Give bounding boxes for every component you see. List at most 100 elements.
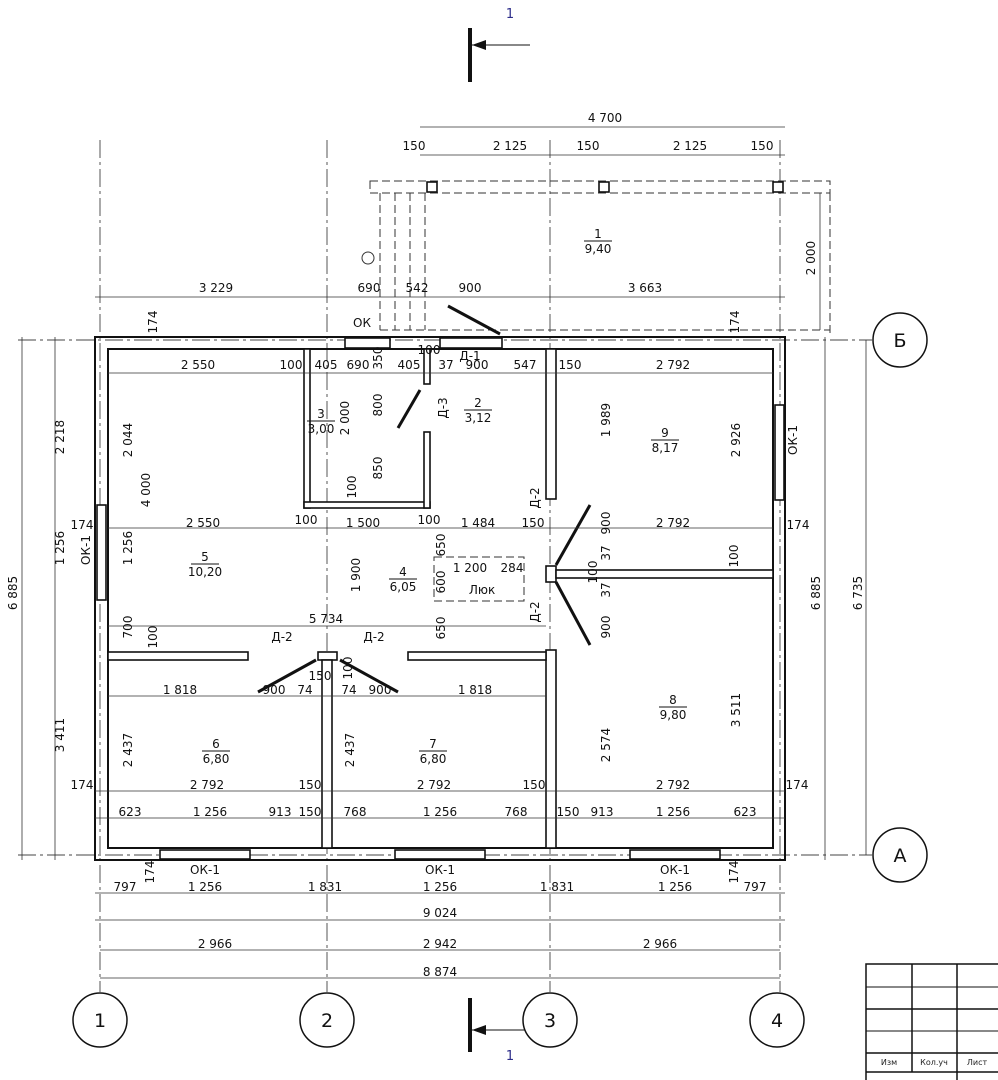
dimension-label: 1 200 <box>453 561 487 575</box>
dimension-label: 913 <box>269 805 292 819</box>
dimension-label: 405 <box>315 358 338 372</box>
dimension-label: 8 874 <box>423 965 457 979</box>
grid-axes <box>18 140 872 992</box>
dimension-label: 900 <box>599 616 613 639</box>
dimension-label: 174 <box>71 518 94 532</box>
window-mark: ОК-1 <box>660 863 690 877</box>
dimension-label: 9 024 <box>423 906 457 920</box>
dimension-label: 4 000 <box>139 473 153 507</box>
dimension-label: 100 <box>341 657 355 680</box>
room-area: 10,20 <box>188 565 222 579</box>
dimension-label: 100 <box>586 561 600 584</box>
dimension-label: 1 900 <box>349 558 363 592</box>
room-area: 9,40 <box>585 242 612 256</box>
dimension-label: 1 831 <box>540 880 574 894</box>
title-block-header: Кол.уч <box>920 1058 948 1067</box>
dimension-label: 2 792 <box>656 358 690 372</box>
dimension-label: 2 437 <box>121 733 135 767</box>
dimension-label: 2 574 <box>599 728 613 762</box>
door-mark: Д-2 <box>528 601 542 622</box>
dimension-label: 1 256 <box>423 880 457 894</box>
dimension-label: 100 <box>280 358 303 372</box>
dimension-label: 542 <box>406 281 429 295</box>
dimension-label: 3 663 <box>628 281 662 295</box>
dimension-label: 2 000 <box>804 241 818 275</box>
dimension-label: 150 <box>522 516 545 530</box>
room-area: 6,05 <box>390 580 417 594</box>
dimension-label: 174 <box>143 861 157 884</box>
dimension-label: 3 511 <box>729 693 743 727</box>
dimension-label: 800 <box>371 394 385 417</box>
dimension-label: 650 <box>434 534 448 557</box>
dimension-label: 797 <box>114 880 137 894</box>
room-area: 9,80 <box>660 708 687 722</box>
walls <box>94 304 786 861</box>
dimension-label: 2 966 <box>198 937 232 951</box>
axis-label-1: 1 <box>94 1010 106 1032</box>
dimension-label: 768 <box>344 805 367 819</box>
plan-labels: 4 700 150 2 125 150 2 125 150 2 000 3 229 690 542… <box>6 111 865 979</box>
room-number: 8 <box>669 693 677 707</box>
dimension-label: 2 125 <box>673 139 707 153</box>
title-block: Изм Кол.уч Лист <box>865 963 998 1080</box>
axis-label-a: А <box>894 845 907 867</box>
dimension-label: 1 818 <box>163 683 197 697</box>
dimension-label: 150 <box>523 778 546 792</box>
dimension-label: 797 <box>744 880 767 894</box>
hatch-label: Люк <box>469 583 495 597</box>
dimension-label: 1 989 <box>599 403 613 437</box>
room-number: 2 <box>474 396 482 410</box>
section-mark-bottom: 1 <box>468 998 530 1064</box>
dimension-label: 850 <box>371 457 385 480</box>
dimension-label: 690 <box>358 281 381 295</box>
dimension-label: 547 <box>514 358 537 372</box>
dimension-label: 174 <box>787 518 810 532</box>
dimension-label: 284 <box>501 561 524 575</box>
dimension-label: 174 <box>786 778 809 792</box>
dimension-label: 768 <box>505 805 528 819</box>
dimension-lines <box>21 126 867 979</box>
dimension-label: 100 <box>418 513 441 527</box>
dimension-label: 2 966 <box>643 937 677 951</box>
section-label-bottom: 1 <box>506 1049 514 1064</box>
dimension-label: 690 <box>347 358 370 372</box>
room-number: 5 <box>201 550 209 564</box>
dimension-label: 2 550 <box>181 358 215 372</box>
room-number: 4 <box>399 565 407 579</box>
room-number: 6 <box>212 737 220 751</box>
axis-label-b: Б <box>893 330 906 352</box>
room-number: 3 <box>317 407 325 421</box>
dimension-label: 3 229 <box>199 281 233 295</box>
dimension-label: 74 <box>341 683 356 697</box>
porch <box>361 180 831 335</box>
dimension-label: 6 735 <box>851 576 865 610</box>
dimension-label: 1 818 <box>458 683 492 697</box>
dimension-label: 100 <box>727 545 741 568</box>
dimension-label: 2 437 <box>343 733 357 767</box>
window-mark: ОК-1 <box>786 425 800 455</box>
dimension-label: 2 792 <box>190 778 224 792</box>
axis-markers: 1 2 3 4 Б А <box>72 312 928 1048</box>
dimension-label: 150 <box>557 805 580 819</box>
dimension-label: 623 <box>734 805 757 819</box>
dimension-label: 900 <box>466 358 489 372</box>
axis-label-4: 4 <box>771 1010 783 1032</box>
dimension-label: 6 885 <box>809 576 823 610</box>
dimension-label: 174 <box>146 311 160 334</box>
dimension-label: 900 <box>263 683 286 697</box>
room-area: 6,80 <box>420 752 447 766</box>
dimension-label: 74 <box>297 683 312 697</box>
dimension-label: 2 218 <box>53 420 67 454</box>
door-mark: Д-1 <box>459 349 480 363</box>
dimension-label: 2 125 <box>493 139 527 153</box>
dimension-label: 1 256 <box>423 805 457 819</box>
room-number: 1 <box>594 227 602 241</box>
dimension-label: 700 <box>121 616 135 639</box>
dimension-label: 174 <box>728 311 742 334</box>
dimension-label: 1 256 <box>656 805 690 819</box>
window-mark: ОК-1 <box>190 863 220 877</box>
axis-label-3: 3 <box>544 1010 556 1032</box>
dimension-label: 2 044 <box>121 423 135 457</box>
room-number: 9 <box>661 426 669 440</box>
